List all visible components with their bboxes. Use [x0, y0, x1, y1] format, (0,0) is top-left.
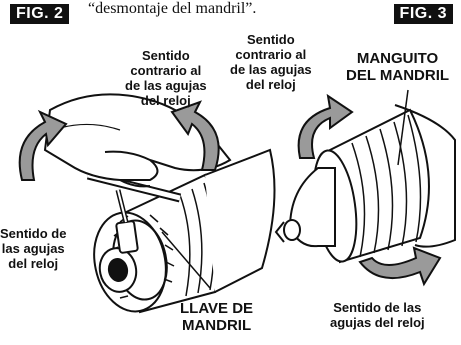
fig3-arrows — [297, 93, 442, 287]
fig3-sleeve-leader — [397, 89, 409, 166]
fig2-key-leader — [161, 231, 211, 289]
fig2-cw-label: Sentido de las agujas del reloj — [0, 226, 67, 271]
fig2-chuck-drawing — [43, 93, 276, 314]
fig2-badge: FIG. 2 — [10, 4, 70, 24]
fig2-key-label: LLAVE DE MANDRIL — [180, 300, 254, 334]
fig3-ccw-label: Sentido contrario al de las agujas del r… — [230, 32, 312, 92]
fig3-badge: FIG. 3 — [393, 4, 453, 24]
fig2-ccw-label: Sentido contrario al de las agujas del r… — [125, 48, 207, 108]
fig3-cw-label: Sentido de las agujas del reloj — [330, 300, 425, 330]
fig2-caption: “desmontaje del mandril”. — [88, 0, 257, 17]
fig3-sleeve-label: MANGUITO DEL MANDRIL — [346, 50, 450, 84]
fig2-arrows — [18, 100, 220, 181]
fig3-chuck-drawing — [274, 104, 456, 264]
